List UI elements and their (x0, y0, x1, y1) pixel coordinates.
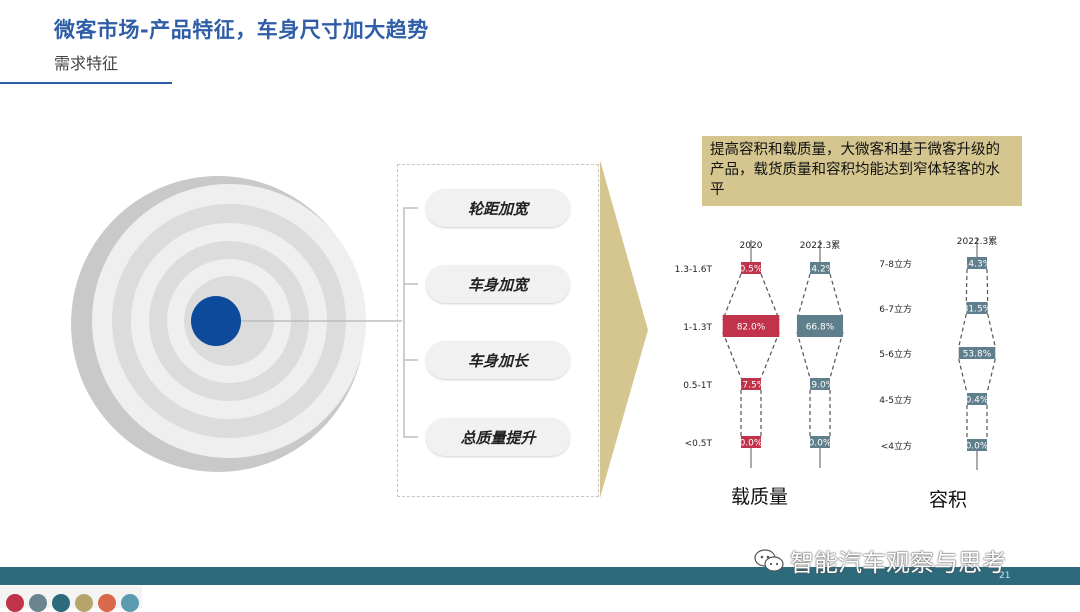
title-underline (0, 82, 172, 84)
callout-box: 提高容积和载质量，大微客和基于微客升级的产品，载货质量和容积均能达到窄体轻客的水… (702, 136, 1022, 206)
feature-pill-track: 轮距加宽 (426, 189, 570, 227)
funnel-connector (722, 273, 742, 321)
data-label: 0.0% (809, 439, 832, 449)
page-title: 微客市场-产品特征，车身尺寸加大趋势 (54, 18, 429, 42)
arrow-shape (600, 160, 648, 498)
footer-bar (0, 567, 1080, 585)
data-label: 17.5% (737, 381, 766, 391)
page-number: 21 (999, 571, 1011, 581)
arrow-triangle (600, 160, 648, 498)
data-label: 66.8% (806, 323, 835, 333)
data-bar (966, 302, 988, 314)
footer-dot (98, 594, 116, 612)
page-subtitle: 需求特征 (54, 54, 119, 73)
data-bar (967, 439, 987, 451)
feature-pill-width: 车身加宽 (426, 265, 570, 303)
footer-dot (75, 594, 93, 612)
data-bar (741, 378, 761, 390)
funnel-connector (796, 331, 811, 379)
watermark: 智能汽车观察与思考 (754, 543, 1006, 578)
target-center (191, 296, 241, 346)
data-bar (796, 315, 844, 337)
category-label: 5-6立方 (879, 348, 912, 360)
category-label: <0.5T (685, 439, 713, 449)
funnel-connector (722, 331, 742, 379)
category-label: <4立方 (881, 440, 912, 452)
data-label: 82.0% (737, 323, 766, 333)
feature-pill-length: 车身加长 (426, 341, 570, 379)
funnel-connector (958, 358, 968, 394)
funnel-connector (965, 268, 968, 303)
data-label: 0.4% (966, 396, 989, 406)
feature-pill-weight: 总质量提升 (426, 418, 570, 456)
chart-title-load: 载质量 (731, 486, 789, 508)
data-bar (810, 378, 830, 390)
data-bar (741, 262, 761, 274)
data-bar (810, 262, 830, 274)
data-bar (741, 436, 761, 448)
funnel-connector (958, 313, 967, 348)
category-label: 1-1.3T (683, 323, 712, 333)
category-label: 1.3-1.6T (675, 265, 713, 275)
data-label: 0.5% (740, 265, 763, 275)
data-label: 53.8% (963, 350, 992, 360)
target-rings-graphic (71, 176, 418, 472)
data-bar (722, 315, 780, 337)
funnel-connector (796, 273, 811, 321)
bracket-lines (403, 207, 418, 438)
footer-dot (29, 594, 47, 612)
data-bar (967, 257, 987, 269)
wechat-icon (754, 548, 784, 572)
category-label: 4-5立方 (879, 394, 912, 406)
category-label: 6-7立方 (879, 303, 912, 315)
features-box (397, 164, 599, 497)
funnel-connector (760, 273, 780, 321)
data-label: 0.0% (966, 442, 989, 452)
data-bar (958, 347, 996, 359)
data-label: 19.0% (806, 381, 835, 391)
data-bar (810, 436, 830, 448)
watermark-text: 智能汽车观察与思考 (790, 549, 1006, 577)
category-label: 7-8立方 (879, 258, 912, 270)
data-label: 14.3% (963, 260, 992, 270)
category-label: 0.5-1T (683, 381, 712, 391)
funnel-connector (829, 273, 844, 321)
footer-dot (52, 594, 70, 612)
funnel-connector (829, 331, 844, 379)
footer-dot (6, 594, 24, 612)
chart-title-volume: 容积 (929, 489, 968, 511)
funnel-connector (986, 268, 989, 303)
funnel-connector (986, 358, 996, 394)
funnel-connector (760, 331, 780, 379)
data-label: 14.2% (806, 265, 835, 275)
funnel-connector (987, 313, 996, 348)
data-bar (967, 393, 987, 405)
data-label: 31.5% (963, 305, 992, 315)
footer-dot (121, 594, 139, 612)
data-label: 0.0% (740, 439, 763, 449)
